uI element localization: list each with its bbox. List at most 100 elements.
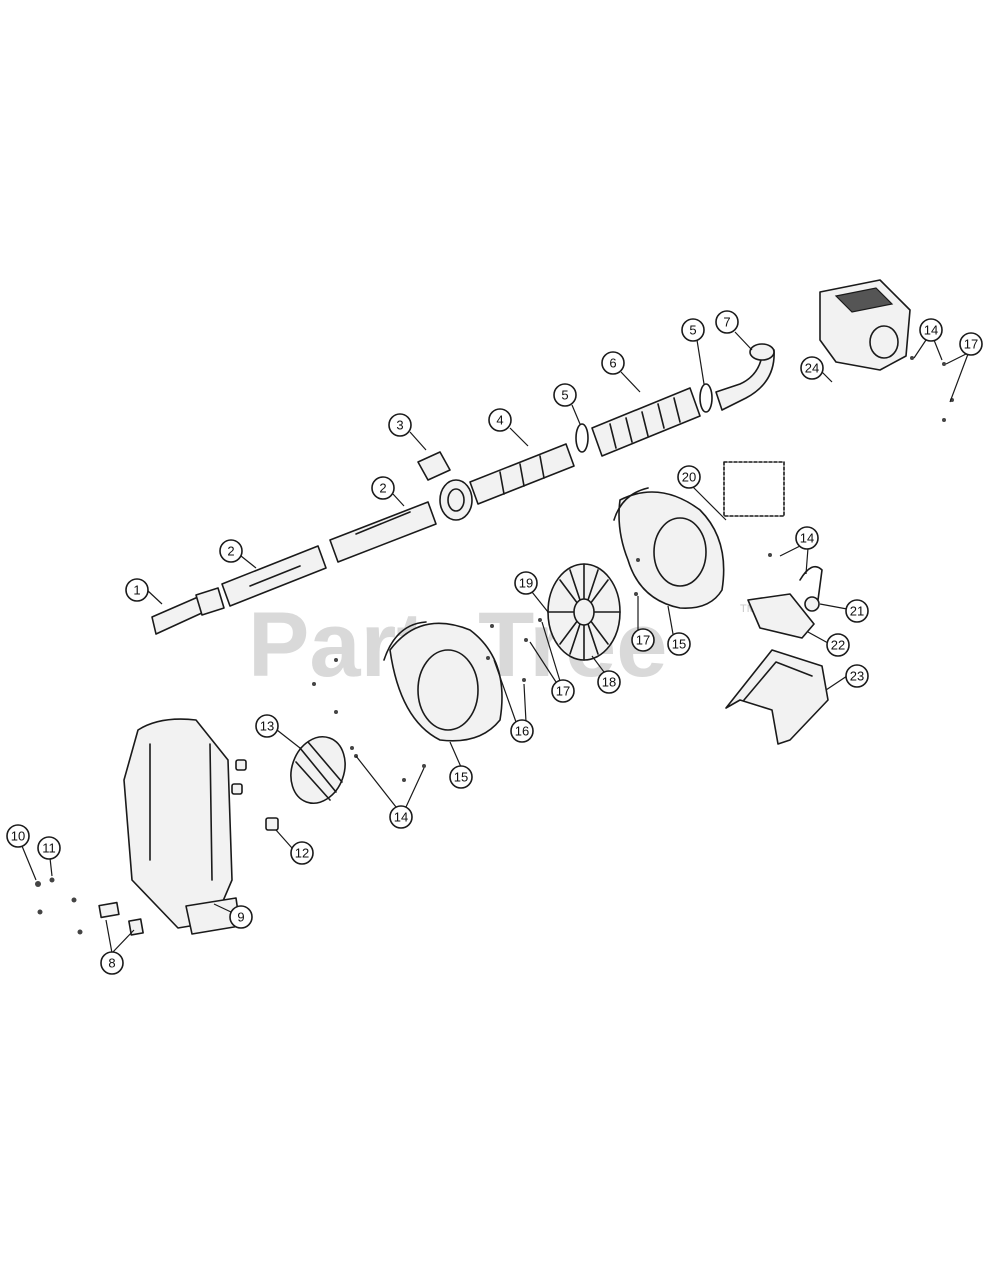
callout-label: 12 xyxy=(295,846,309,861)
callout-18: 18 xyxy=(597,670,621,694)
callout-circle xyxy=(959,332,983,356)
leader-lines xyxy=(21,331,969,954)
callout-24: 24 xyxy=(800,356,824,380)
callout-circle xyxy=(514,571,538,595)
callout-label: 15 xyxy=(672,637,686,652)
callout-circle xyxy=(597,670,621,694)
housing-part-15-front xyxy=(383,621,503,742)
buckle-part-8 xyxy=(98,901,144,936)
callout-circle xyxy=(449,765,473,789)
callout-label: 17 xyxy=(636,633,650,648)
tube-part-2-lower xyxy=(221,545,327,607)
callout-circle xyxy=(125,578,149,602)
callout-8: 8 xyxy=(100,951,124,975)
callout-label: 20 xyxy=(682,470,696,485)
frame-part-23 xyxy=(725,649,829,745)
callout-13: 13 xyxy=(255,714,279,738)
callout-circle xyxy=(255,714,279,738)
callout-7: 7 xyxy=(715,310,739,334)
callout-circle xyxy=(601,351,625,375)
callout-21: 21 xyxy=(845,599,869,623)
housing-part-15-rear xyxy=(613,487,725,609)
label-part-20 xyxy=(723,461,785,517)
callout-circle xyxy=(845,664,869,688)
callout-label: 2 xyxy=(227,544,234,559)
callout-4: 4 xyxy=(488,408,512,432)
harness-part-9 xyxy=(123,718,241,935)
callout-circle xyxy=(488,408,512,432)
callout-label: 2 xyxy=(379,481,386,496)
callout-11: 11 xyxy=(37,836,61,860)
callout-circle xyxy=(510,719,534,743)
callout-17: 17 xyxy=(959,332,983,356)
callout-label: 9 xyxy=(237,910,244,925)
callout-circle xyxy=(388,413,412,437)
callout-2: 2 xyxy=(371,476,395,500)
callout-circle xyxy=(553,383,577,407)
callout-16: 16 xyxy=(510,719,534,743)
callout-label: 4 xyxy=(496,413,503,428)
callout-label: 5 xyxy=(561,388,568,403)
callout-circle xyxy=(800,356,824,380)
callout-label: 18 xyxy=(602,675,616,690)
callout-14: 14 xyxy=(795,526,819,550)
callout-17: 17 xyxy=(551,679,575,703)
callout-15: 15 xyxy=(667,632,691,656)
callout-15: 15 xyxy=(449,765,473,789)
nozzle-part-1 xyxy=(151,587,225,635)
callout-label: 3 xyxy=(396,418,403,433)
callout-10: 10 xyxy=(6,824,30,848)
callout-circle xyxy=(919,318,943,342)
tube-part-2-upper xyxy=(329,501,437,563)
callout-label: 23 xyxy=(850,669,864,684)
callout-circle xyxy=(290,841,314,865)
callout-1: 1 xyxy=(125,578,149,602)
engine-part-24 xyxy=(819,279,911,371)
callout-14: 14 xyxy=(919,318,943,342)
callout-circle xyxy=(677,465,701,489)
callout-circle xyxy=(6,824,30,848)
callout-circle xyxy=(551,679,575,703)
callout-19: 19 xyxy=(514,571,538,595)
hardware-screws xyxy=(35,356,954,935)
hose-part-6 xyxy=(591,387,701,457)
callout-circle xyxy=(219,539,243,563)
elbow-part-7 xyxy=(715,343,775,411)
callout-circle xyxy=(371,476,395,500)
callout-circle xyxy=(229,905,253,929)
callout-label: 16 xyxy=(515,724,529,739)
callout-circle xyxy=(681,318,705,342)
callout-label: 1 xyxy=(133,583,140,598)
callout-20: 20 xyxy=(677,465,701,489)
bracket-part-14-right xyxy=(799,565,823,601)
callout-circle xyxy=(845,599,869,623)
impeller-part-18 xyxy=(547,563,621,661)
callout-2: 2 xyxy=(219,539,243,563)
callout-label: 11 xyxy=(42,841,56,856)
callout-14: 14 xyxy=(389,805,413,829)
callout-5: 5 xyxy=(553,383,577,407)
callout-label: 10 xyxy=(11,829,25,844)
callout-label: 6 xyxy=(609,356,616,371)
callout-23: 23 xyxy=(845,664,869,688)
callout-circle xyxy=(715,310,739,334)
callout-9: 9 xyxy=(229,905,253,929)
callout-label: 22 xyxy=(831,638,845,653)
callout-label: 8 xyxy=(108,956,115,971)
callout-label: 14 xyxy=(800,531,814,546)
callout-label: 15 xyxy=(454,770,468,785)
callout-22: 22 xyxy=(826,633,850,657)
grommet-part-12 xyxy=(231,759,279,831)
callout-circle xyxy=(667,632,691,656)
callout-circle xyxy=(795,526,819,550)
clamp-part-5-upper xyxy=(699,383,713,413)
flex-tube-part-4 xyxy=(469,443,575,505)
callout-3: 3 xyxy=(388,413,412,437)
callout-12: 12 xyxy=(290,841,314,865)
callout-label: 7 xyxy=(723,315,730,330)
callout-label: 17 xyxy=(556,684,570,699)
callout-circle xyxy=(100,951,124,975)
callout-circle xyxy=(631,628,655,652)
